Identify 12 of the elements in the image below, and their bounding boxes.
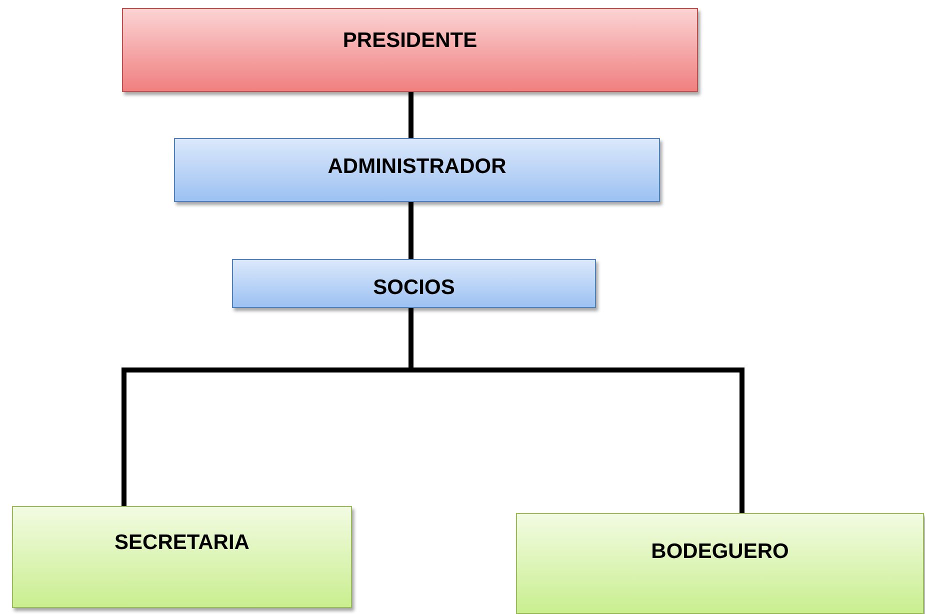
box-label: BODEGUERO xyxy=(650,540,790,564)
org-box xyxy=(12,506,352,608)
box-label: ADMINISTRADOR xyxy=(326,155,508,179)
org-box xyxy=(232,259,596,308)
connector-line xyxy=(408,202,414,259)
box-label: SECRETARIA xyxy=(114,531,250,555)
org-box xyxy=(516,513,924,614)
org-box xyxy=(122,8,698,92)
org-box xyxy=(174,138,660,202)
box-label: SOCIOS xyxy=(372,276,456,300)
box-label: PRESIDENTE xyxy=(342,29,478,53)
connector-line xyxy=(408,92,414,138)
